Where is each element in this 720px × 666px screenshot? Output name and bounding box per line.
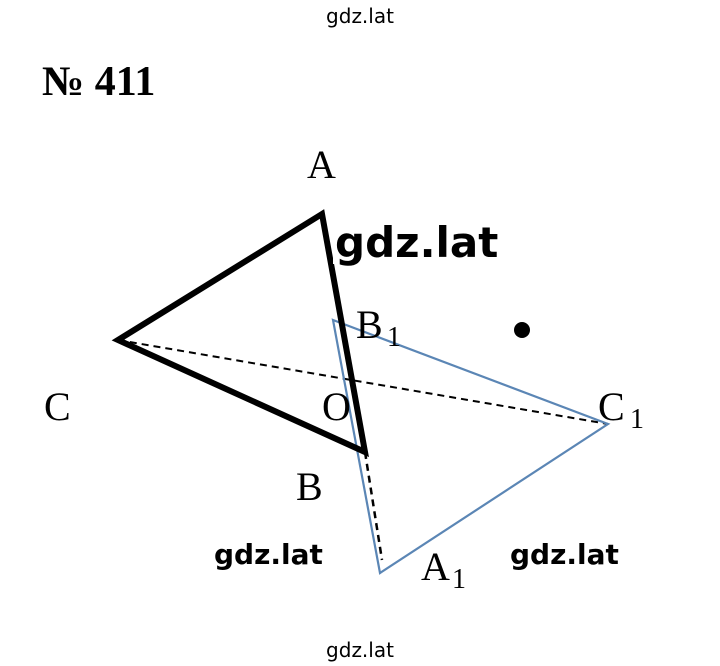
watermark-bottom: gdz.lat — [326, 638, 394, 662]
label-o: O — [322, 384, 351, 429]
center-point — [514, 322, 530, 338]
label-c: C — [44, 384, 71, 429]
triangle-a1b1c1 — [331, 318, 611, 575]
dashed-line-c-c1 — [117, 339, 609, 425]
triangle-abc — [111, 209, 369, 458]
watermark-right: gdz.lat — [510, 538, 619, 571]
watermark-left: gdz.lat — [214, 538, 323, 571]
label-b1-sub: 1 — [387, 322, 401, 353]
label-a1-sub: 1 — [452, 564, 466, 595]
label-c1-letter: C — [598, 384, 625, 429]
problem-title: № 411 — [42, 59, 156, 105]
label-a1-letter: A — [421, 544, 450, 589]
watermark-top: gdz.lat — [326, 4, 394, 28]
label-a: A — [307, 142, 336, 187]
watermark-center: gdz.lat — [333, 218, 501, 267]
label-b1-letter: B — [356, 302, 383, 347]
label-c1-sub: 1 — [630, 404, 644, 435]
label-b: B — [296, 464, 323, 509]
dashed-line-b-a1 — [363, 451, 384, 561]
